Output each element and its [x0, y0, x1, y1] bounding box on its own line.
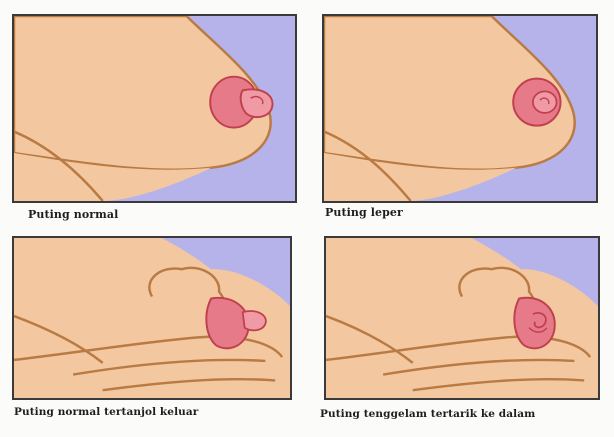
panel-normal-nipple — [12, 14, 297, 203]
flat-nipple-shape — [533, 91, 557, 113]
panel-protruding-nipple — [12, 236, 292, 400]
flat-nipple-illustration — [324, 16, 596, 201]
normal-nipple-illustration — [14, 16, 295, 201]
caption-protruding-nipple: Puting normal tertanjol keluar — [14, 406, 198, 418]
panel-inverted-nipple — [324, 236, 600, 400]
caption-normal-nipple: Puting normal — [28, 208, 118, 221]
protruding-nipple-illustration — [14, 238, 290, 398]
caption-inverted-nipple: Puting tenggelam tertarik ke dalam — [320, 408, 535, 420]
panel-flat-nipple — [322, 14, 598, 203]
nipple-shape — [241, 89, 273, 117]
protruding-nipple-shape — [243, 311, 266, 330]
caption-flat-nipple: Puting leper — [325, 206, 403, 219]
inverted-nipple-illustration — [326, 238, 598, 398]
